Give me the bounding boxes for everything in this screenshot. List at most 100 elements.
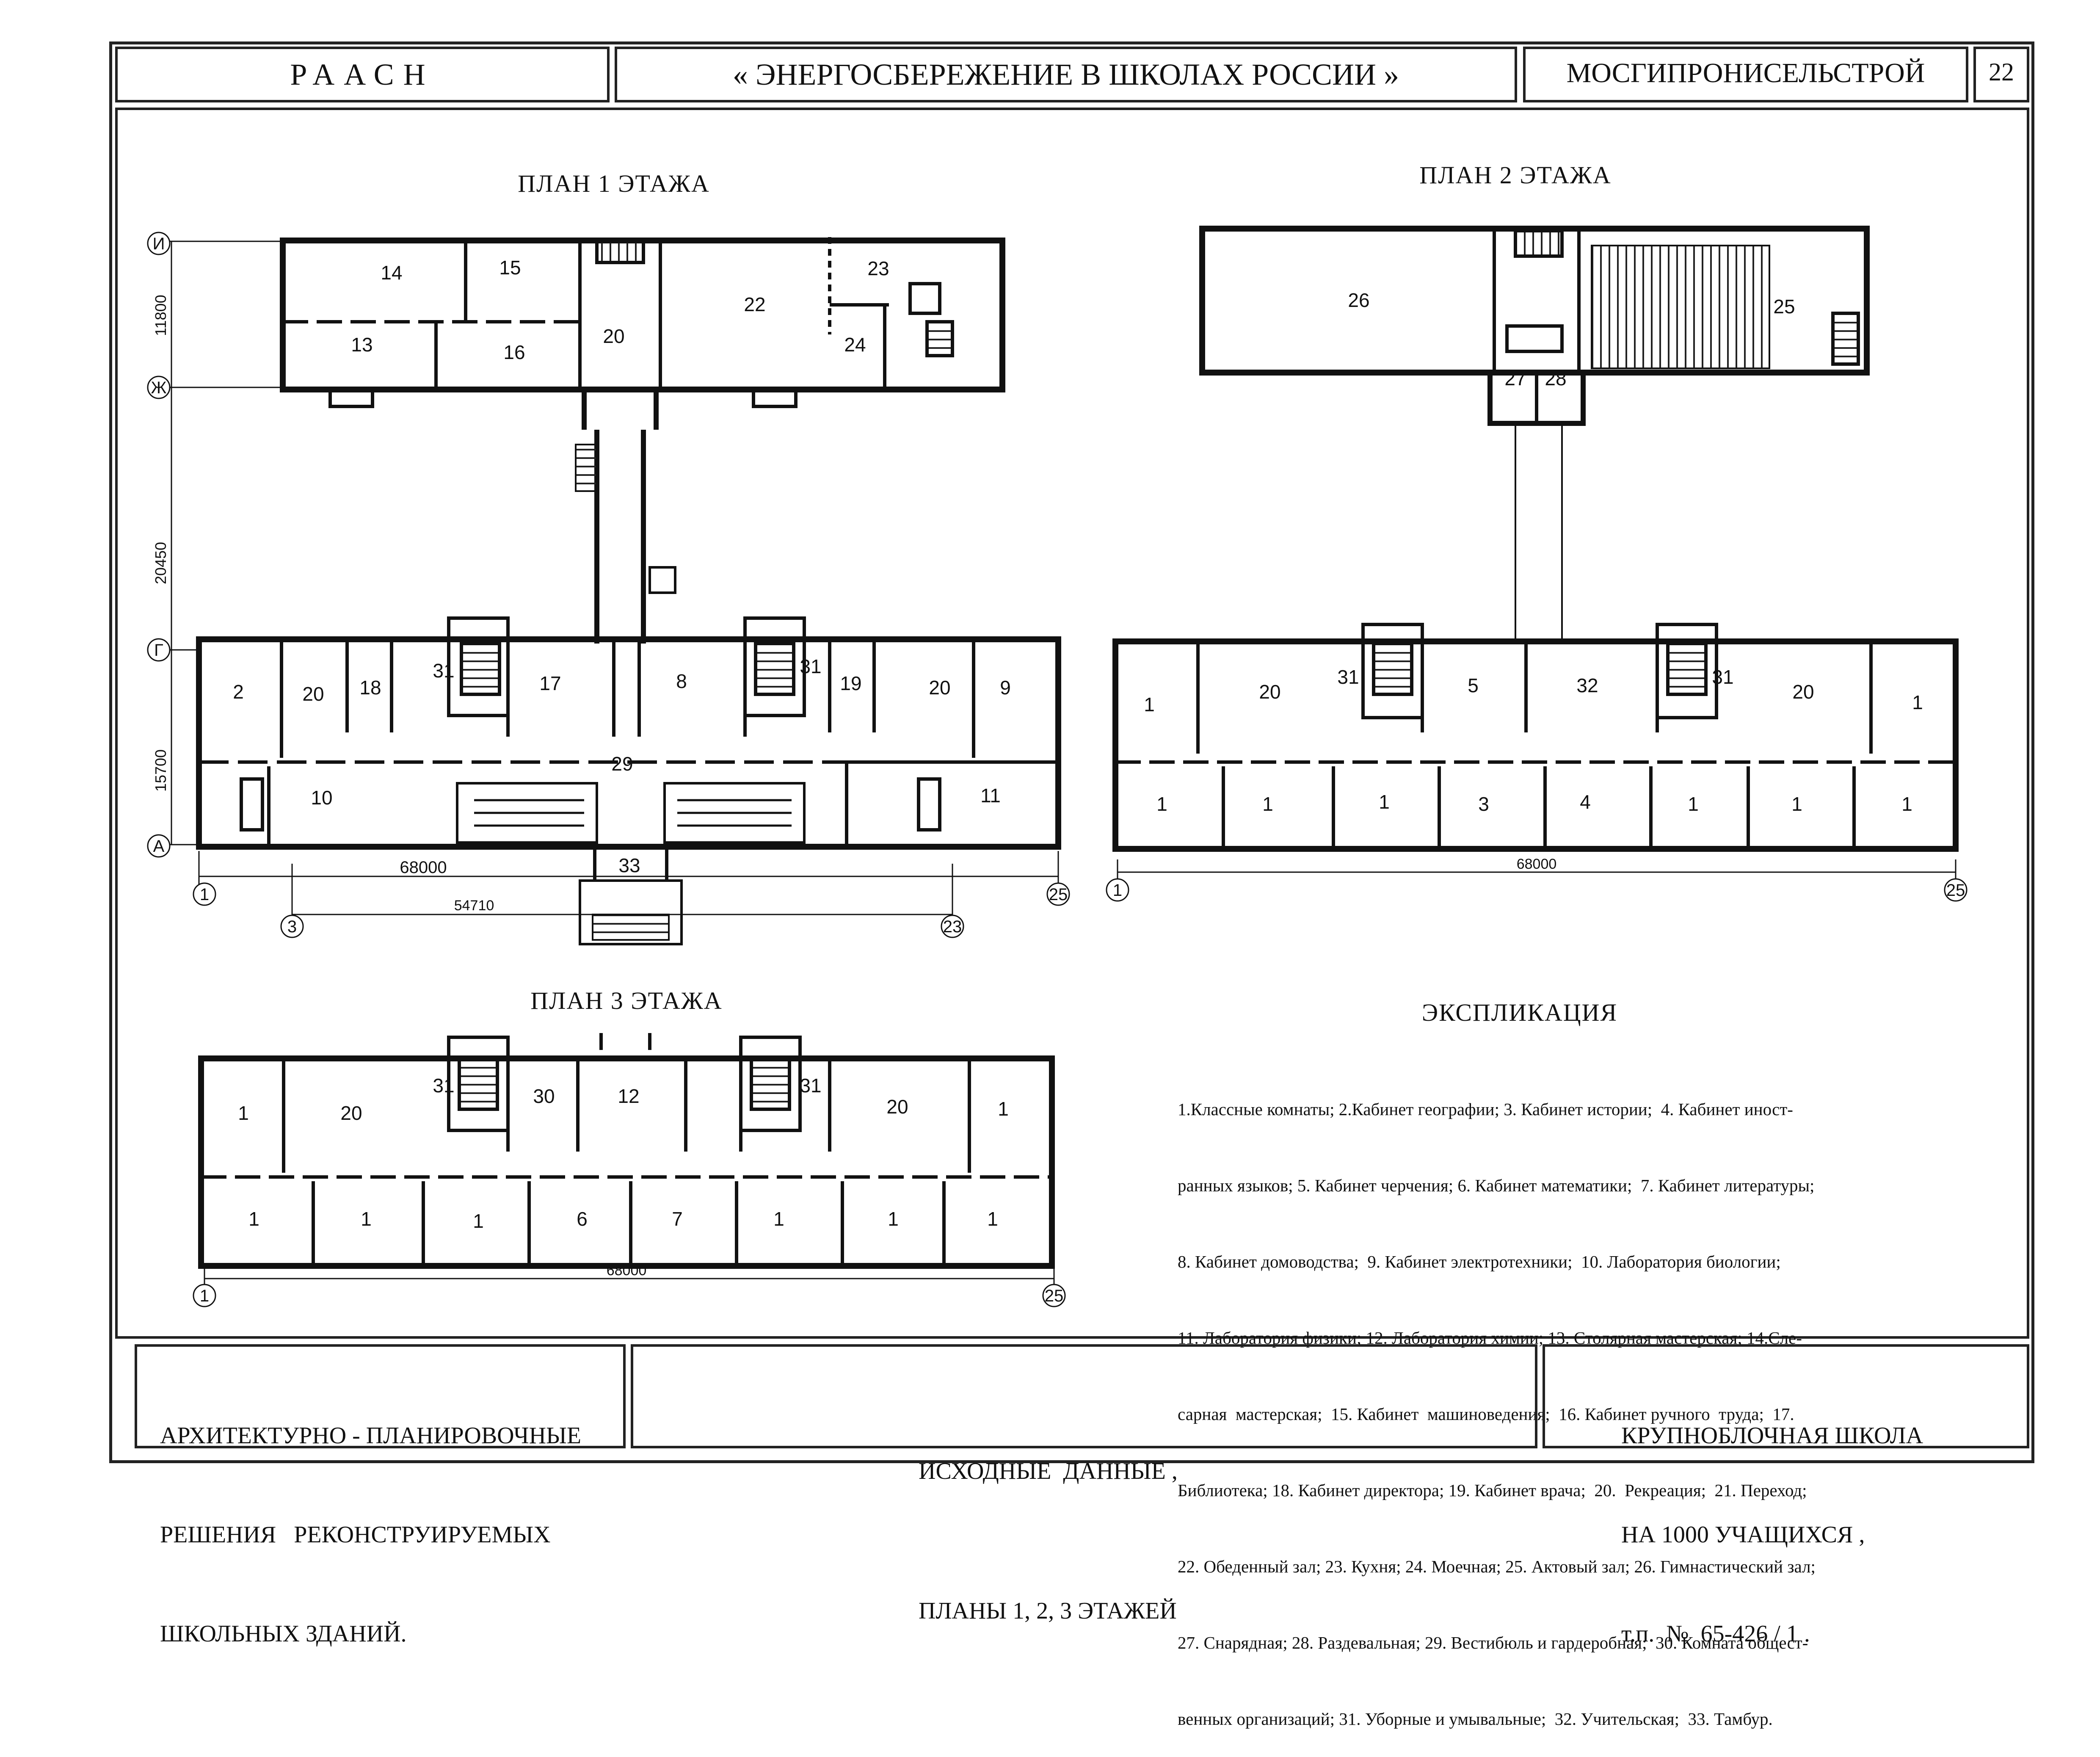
- room-p2-b7: 1: [1791, 793, 1802, 815]
- footer-right-line: т.п. № 65-426 / 1 .: [1621, 1621, 1810, 1647]
- footer-left-line: ШКОЛЬНЫХ ЗДАНИЙ.: [160, 1621, 407, 1647]
- footer-center-line: ПЛАНЫ 1, 2, 3 ЭТАЖЕЙ: [919, 1598, 1177, 1624]
- room-24: 24: [844, 334, 866, 356]
- room-14: 14: [381, 262, 402, 284]
- dim-15700: 15700: [152, 749, 169, 792]
- header-cell-raasn: [115, 47, 610, 102]
- axis-23: 23: [943, 917, 962, 936]
- room-8: 8: [676, 670, 687, 692]
- dim-11800: 11800: [152, 295, 169, 336]
- room-12: 12: [618, 1085, 639, 1107]
- dim-54710: 54710: [454, 898, 494, 914]
- room-32: 32: [1576, 674, 1598, 696]
- room-31-p2-right: 31: [1712, 666, 1733, 688]
- room-p2-b2: 1: [1262, 793, 1273, 815]
- dim-20450: 20450: [152, 542, 169, 584]
- room-numbers: 14 15 13 16 20 22 23 24 2 20 18 31 17 8 …: [233, 257, 1923, 1232]
- dim-68000-p1: 68000: [400, 858, 447, 877]
- room-27: 27: [1504, 367, 1526, 390]
- footer-right-line: НА 1000 УЧАЩИХСЯ ,: [1621, 1522, 1865, 1548]
- plan-1-axes: [147, 232, 1070, 938]
- room-p3-b6: 1: [773, 1208, 784, 1230]
- plan-3-title: ПЛАН 3 ЭТАЖА: [530, 987, 723, 1014]
- plan-1-transition: [575, 390, 676, 644]
- room-p2-b1: 1: [1156, 793, 1167, 815]
- room-20-p3-left: 20: [340, 1102, 362, 1124]
- footer-cell-center: [631, 1344, 1537, 1448]
- explication-line: ранных языков; 5. Кабинет черчения; 6. К…: [1178, 1176, 1815, 1195]
- sheet-number: 22: [1989, 58, 2014, 86]
- room-18: 18: [359, 677, 381, 699]
- room-31-right: 31: [800, 655, 821, 677]
- plan-2: [1106, 226, 1968, 902]
- explication-line: 1.Классные комнаты; 2.Кабинет географии;…: [1178, 1100, 1793, 1119]
- footer-left-line: РЕШЕНИЯ РЕКОНСТРУИРУЕМЫХ: [160, 1522, 551, 1548]
- room-p3-b1: 1: [248, 1208, 259, 1230]
- drawing-area: [115, 108, 2029, 1339]
- plan-1: [147, 232, 1070, 945]
- room-p2-b4: 3: [1478, 793, 1489, 815]
- footer-left-line: АРХИТЕКТУРНО - ПЛАНИРОВОЧНЫЕ: [160, 1423, 582, 1449]
- footer-right-text: КРУПНОБЛОЧНАЯ ШКОЛА НА 1000 УЧАЩИХСЯ , т…: [1621, 1353, 1923, 1683]
- room-p2-b3: 1: [1379, 791, 1390, 813]
- room-p2-b8: 1: [1901, 793, 1912, 815]
- footer-cell-left: [135, 1344, 626, 1448]
- footer-left-text: АРХИТЕКТУРНО - ПЛАНИРОВОЧНЫЕ РЕШЕНИЯ РЕК…: [160, 1353, 581, 1683]
- explication-line: сарная мастерская; 15. Кабинет машиновед…: [1178, 1404, 1794, 1424]
- axis-25-p3: 25: [1045, 1287, 1064, 1305]
- room-20-left: 20: [302, 683, 324, 705]
- room-p3-b5: 7: [672, 1208, 683, 1230]
- axis-25-p2: 25: [1946, 881, 1965, 900]
- axis-I: И: [153, 235, 165, 253]
- axis-1: 1: [200, 885, 209, 904]
- room-9: 9: [1000, 677, 1011, 699]
- room-p3-b3: 1: [473, 1210, 484, 1232]
- axis-1-p3: 1: [200, 1287, 209, 1305]
- room-16: 16: [503, 341, 525, 363]
- room-25: 25: [1773, 296, 1795, 318]
- header-cell-sheet: [1973, 47, 2029, 102]
- room-20-upper: 20: [603, 325, 624, 347]
- header-title: « ЭНЕРГОСБЕРЕЖЕНИЕ В ШКОЛАХ РОССИИ »: [732, 58, 1399, 91]
- dim-68000-p2: 68000: [1517, 856, 1557, 872]
- room-p3-b8: 1: [987, 1208, 998, 1230]
- header-cell-title: [615, 47, 1517, 102]
- room-p3-b7: 1: [888, 1208, 899, 1230]
- room-31-left: 31: [433, 660, 454, 682]
- room-1-p2-left: 1: [1144, 693, 1155, 716]
- explication-line: венных организаций; 31. Уборные и умывал…: [1178, 1709, 1773, 1729]
- explication-title: ЭКСПЛИКАЦИЯ: [1421, 999, 1618, 1026]
- room-20-p2-right: 20: [1792, 681, 1814, 703]
- room-29: 29: [611, 753, 633, 775]
- axis-1-p2: 1: [1113, 881, 1122, 900]
- plan-3: [193, 1033, 1066, 1307]
- room-10: 10: [311, 787, 332, 809]
- room-23: 23: [867, 257, 889, 279]
- room-p2-b6: 1: [1688, 793, 1699, 815]
- header-cell-org: [1523, 47, 1968, 102]
- axis-G: Г: [154, 641, 163, 660]
- footer-center-text: ИСХОДНЫЕ ДАННЫЕ , ПЛАНЫ 1, 2, 3 ЭТАЖЕЙ: [919, 1355, 1178, 1681]
- room-31-p3-left: 31: [433, 1075, 454, 1097]
- room-19: 19: [840, 672, 861, 694]
- room-5: 5: [1468, 674, 1479, 696]
- plan-labels: И Ж Г А 1 25 3 23 68000 54710 11800 2045…: [151, 235, 1965, 1305]
- footer-center-line: ИСХОДНЫЕ ДАННЫЕ ,: [919, 1458, 1178, 1484]
- header-org-right: МОСГИПРОНИСЕЛЬСТРОЙ: [1566, 58, 1925, 88]
- room-28: 28: [1545, 367, 1566, 390]
- footer-right-line: КРУПНОБЛОЧНАЯ ШКОЛА: [1621, 1423, 1923, 1449]
- room-20-right: 20: [929, 677, 950, 699]
- room-30: 30: [533, 1085, 555, 1107]
- room-p3-b2: 1: [361, 1208, 372, 1230]
- room-15: 15: [499, 257, 521, 279]
- room-20-p3-right: 20: [886, 1096, 908, 1118]
- room-1-p3-right: 1: [998, 1098, 1009, 1120]
- plan-1-title: ПЛАН 1 ЭТАЖА: [518, 170, 710, 197]
- room-11: 11: [980, 785, 1001, 807]
- room-p2-b5: 4: [1580, 791, 1591, 813]
- room-31-p3-right: 31: [800, 1075, 821, 1097]
- floor-plans-drawing: И Ж Г А 1 25 3 23 68000 54710 11800 2045…: [147, 226, 1968, 1307]
- room-13: 13: [351, 334, 373, 356]
- room-20-p2-left: 20: [1259, 681, 1280, 703]
- room-33: 33: [618, 854, 640, 876]
